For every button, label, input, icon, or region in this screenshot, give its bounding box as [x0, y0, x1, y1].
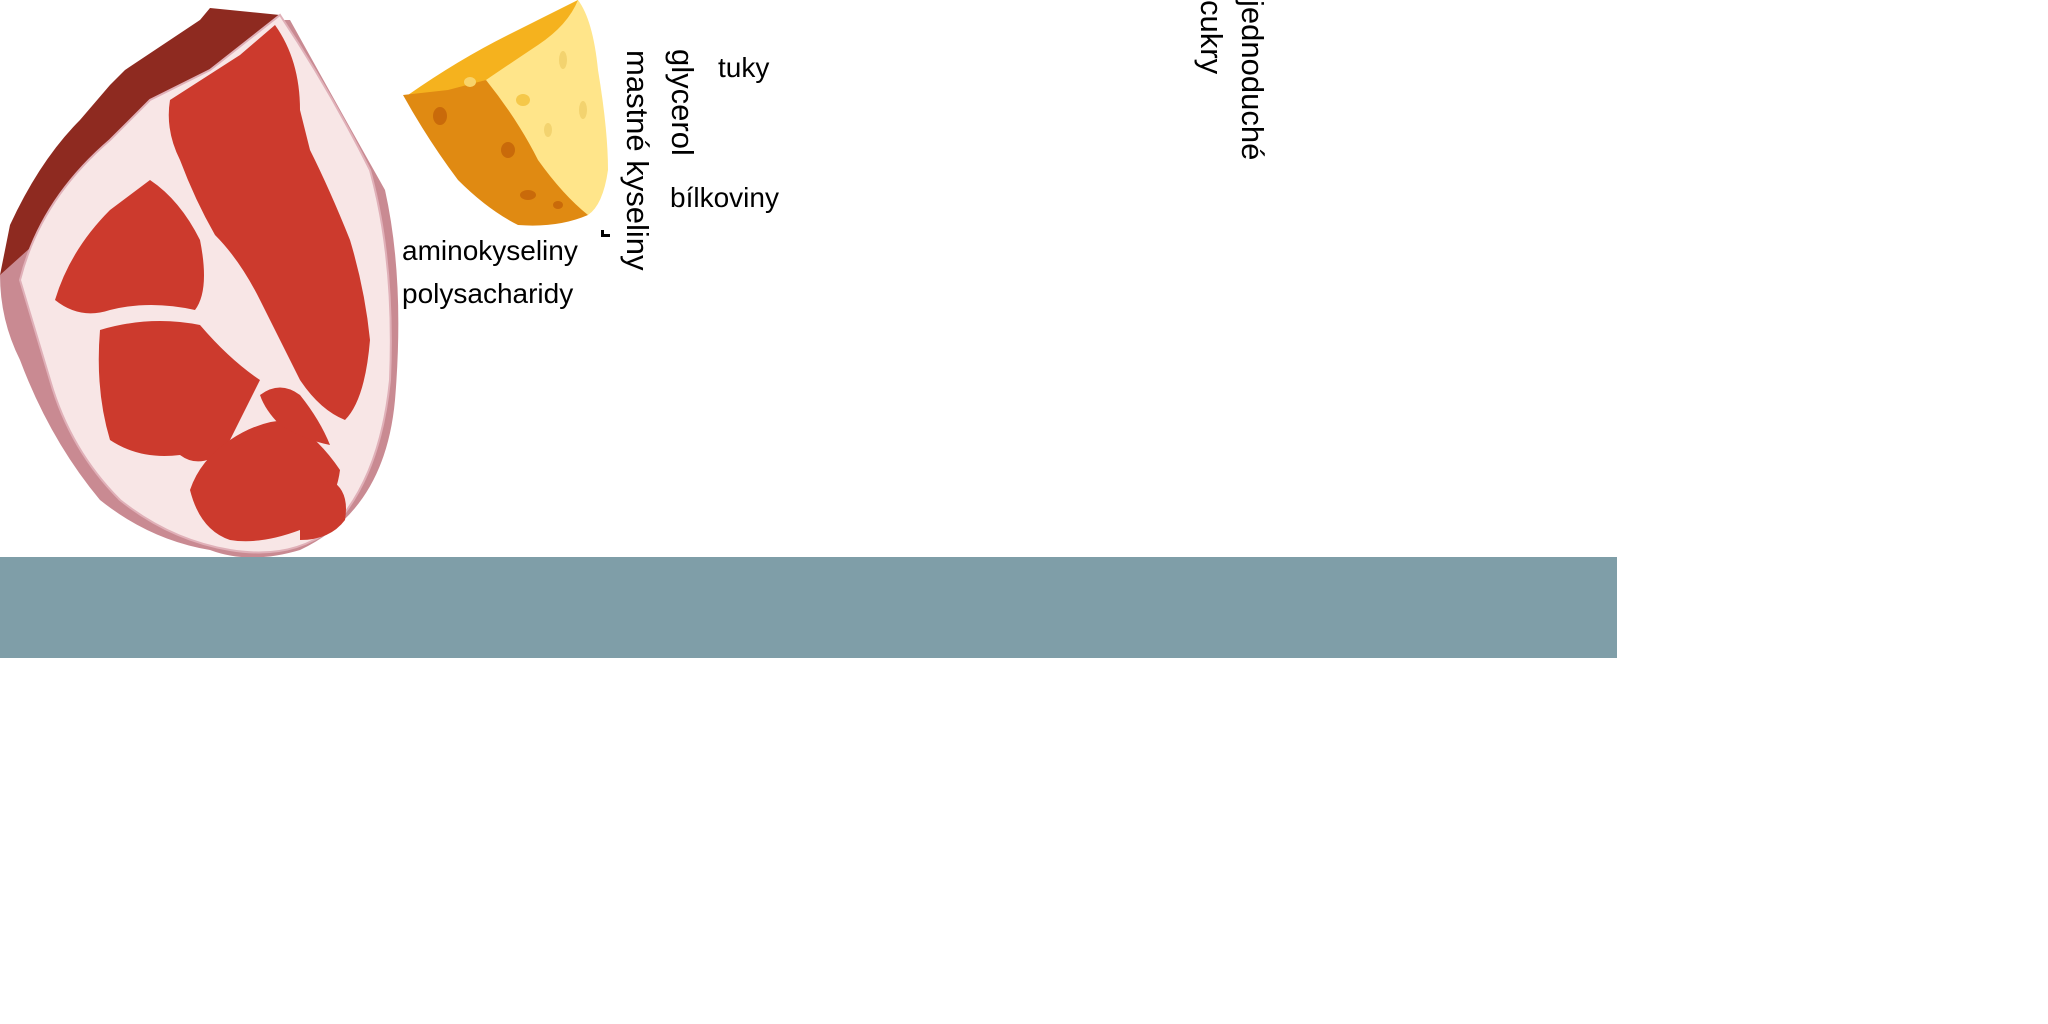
label-fats: tuky: [718, 52, 770, 83]
label-proteins: bílkoviny: [670, 182, 779, 213]
label-amino-acids: aminokyseliny: [402, 235, 578, 266]
label-fatty-acids: mastné kyseliny: [620, 50, 655, 271]
small-bracket-mark: [601, 230, 610, 237]
meat-illustration: [0, 8, 399, 558]
label-simple-sugars-line2: cukry: [1194, 0, 1229, 75]
horizontal-bar: [0, 557, 1617, 658]
label-simple-sugars-line1: jednoduché: [1235, 0, 1270, 161]
label-polysaccharides: polysacharidy: [402, 278, 574, 309]
cheese-illustration: [403, 0, 608, 226]
label-glycerol: glycerol: [665, 49, 700, 156]
